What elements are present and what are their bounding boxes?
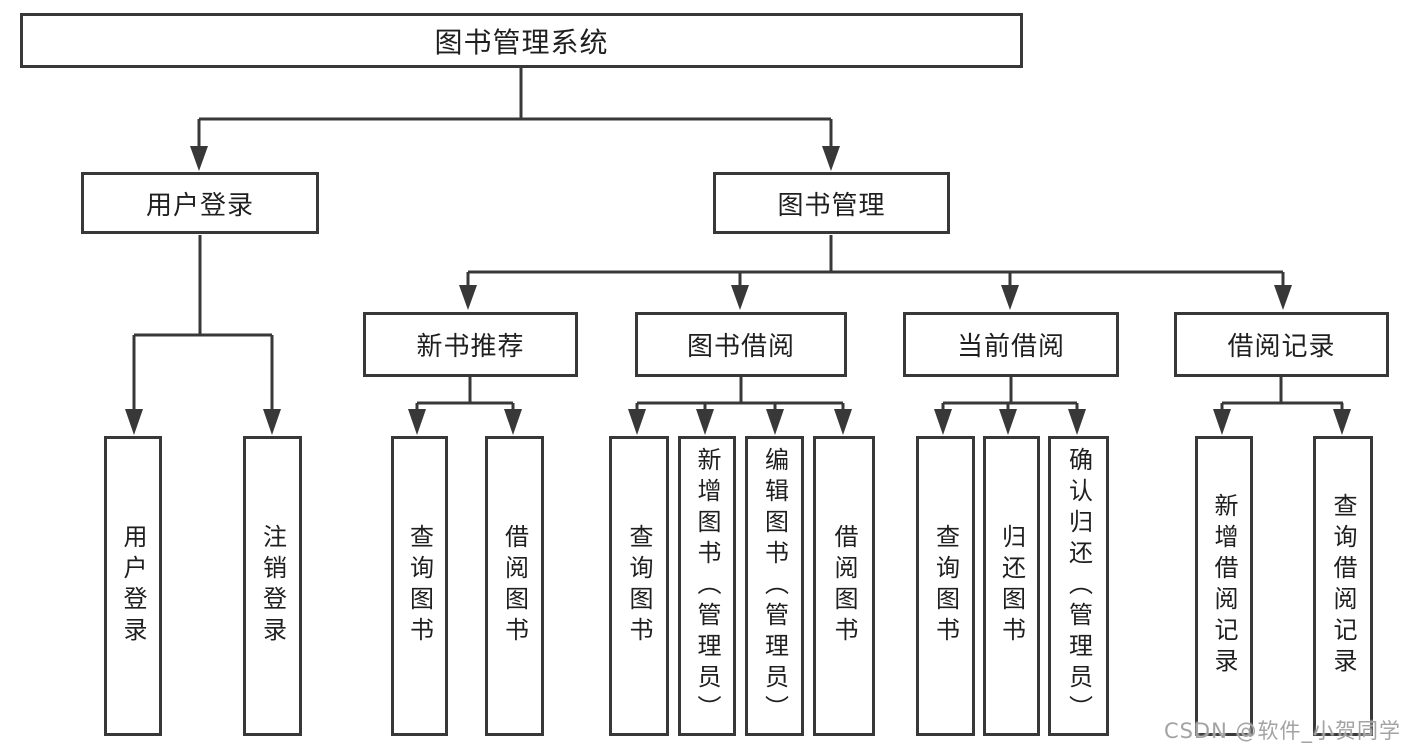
leaf-query-borrow-record: 查询借阅记录 <box>1313 436 1373 736</box>
node-user-login: 用户登录 <box>81 172 319 234</box>
leaf-confirm-return-admin: 确认归还（管理员） <box>1048 436 1109 736</box>
leaf-query-books-2: 查询图书 <box>609 436 669 736</box>
node-book-management: 图书管理 <box>713 172 950 234</box>
node-current-borrow: 当前借阅 <box>903 312 1119 377</box>
leaf-query-books-1: 查询图书 <box>391 436 448 736</box>
leaf-add-borrow-record: 新增借阅记录 <box>1195 436 1253 736</box>
node-book-borrow: 图书借阅 <box>635 312 847 377</box>
leaf-logout: 注销登录 <box>243 436 302 736</box>
node-borrow-records: 借阅记录 <box>1174 312 1389 377</box>
node-new-book-recommend: 新书推荐 <box>363 312 578 377</box>
leaf-user-login: 用户登录 <box>104 436 162 736</box>
csdn-watermark: CSDN @软件_小贺同学 <box>1163 719 1401 743</box>
leaf-edit-book-admin: 编辑图书（管理员） <box>745 436 804 736</box>
node-root: 图书管理系统 <box>20 13 1023 68</box>
leaf-borrow-books-1: 借阅图书 <box>485 436 544 736</box>
arrowheads <box>125 146 1351 435</box>
leaf-query-books-3: 查询图书 <box>916 436 975 736</box>
leaf-borrow-books-2: 借阅图书 <box>813 436 875 736</box>
leaf-return-books: 归还图书 <box>983 436 1040 736</box>
leaf-add-book-admin: 新增图书（管理员） <box>678 436 736 736</box>
